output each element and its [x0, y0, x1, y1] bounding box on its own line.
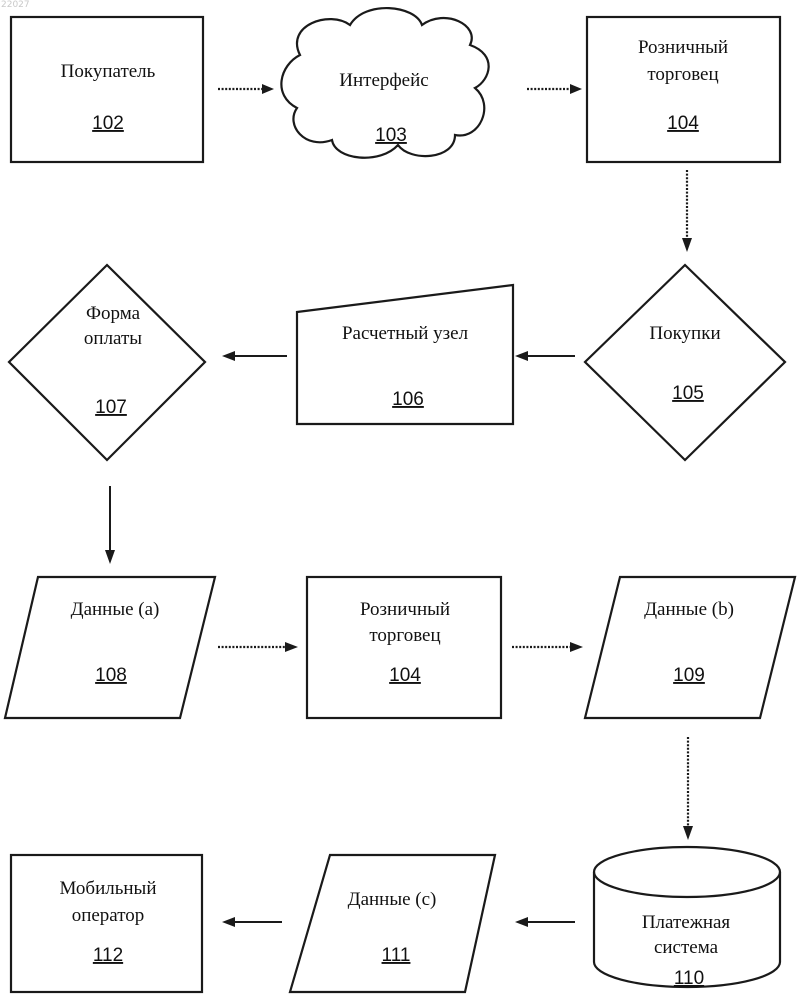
node-buyer-shape — [11, 17, 203, 162]
arrow-interface-to-retailer-head — [570, 84, 582, 94]
node-mobile-operator-number: 112 — [93, 945, 123, 966]
node-purchases-number: 105 — [672, 383, 704, 404]
node-payment-system-label-2: система — [654, 937, 719, 958]
arrow-form-to-data-a-head — [105, 550, 115, 564]
node-payment-system-number: 110 — [674, 968, 704, 989]
node-data-a-label: Данные (a) — [71, 599, 160, 620]
arrow-purchases-to-settlement-head — [515, 351, 528, 361]
node-mobile-operator-label-1: Мобильный — [59, 878, 156, 899]
node-data-a-number: 108 — [95, 665, 127, 686]
node-mobile-operator-label-2: оператор — [72, 905, 145, 926]
node-data-c-label: Данные (c) — [348, 889, 437, 910]
node-data-b-label: Данные (b) — [644, 599, 734, 620]
node-data-b-number: 109 — [673, 665, 705, 686]
node-purchases-shape — [585, 265, 785, 460]
node-payment-system-label-1: Платежная — [642, 912, 731, 933]
node-payment-form-shape — [9, 265, 205, 460]
node-interface-number: 103 — [375, 125, 407, 146]
node-retailer-mid-label-1: Розничный — [360, 599, 450, 620]
arrow-buyer-to-interface-head — [262, 84, 274, 94]
node-buyer-number: 102 — [92, 113, 124, 134]
arrow-retailer-to-data-b-head — [570, 642, 583, 652]
node-settlement-number: 106 — [392, 389, 424, 410]
node-interface-label: Интерфейс — [339, 70, 428, 91]
node-data-c-number: 111 — [382, 945, 411, 966]
node-retailer-mid-number: 104 — [389, 665, 421, 686]
node-data-c-shape — [290, 855, 495, 992]
node-settlement-label: Расчетный узел — [342, 323, 469, 344]
arrow-data-a-to-retailer-head — [285, 642, 298, 652]
arrow-payment-to-data-c-head — [515, 917, 528, 927]
node-payment-form-label-2: оплаты — [84, 328, 142, 349]
node-retailer-top-label-1: Розничный — [638, 37, 728, 58]
arrow-data-c-to-mobile-head — [222, 917, 235, 927]
node-retailer-top-label-2: торговец — [647, 64, 718, 85]
node-purchases-label: Покупки — [649, 323, 720, 344]
arrow-retailer-to-purchases-head — [682, 238, 692, 252]
arrow-data-b-to-payment-head — [683, 826, 693, 840]
node-payment-form-number: 107 — [95, 397, 127, 418]
node-payment-form-label-1: Форма — [86, 303, 141, 324]
node-retailer-top-number: 104 — [667, 113, 699, 134]
arrow-settlement-to-form-head — [222, 351, 235, 361]
node-retailer-mid-label-2: торговец — [369, 625, 440, 646]
node-buyer-label: Покупатель — [61, 61, 156, 82]
